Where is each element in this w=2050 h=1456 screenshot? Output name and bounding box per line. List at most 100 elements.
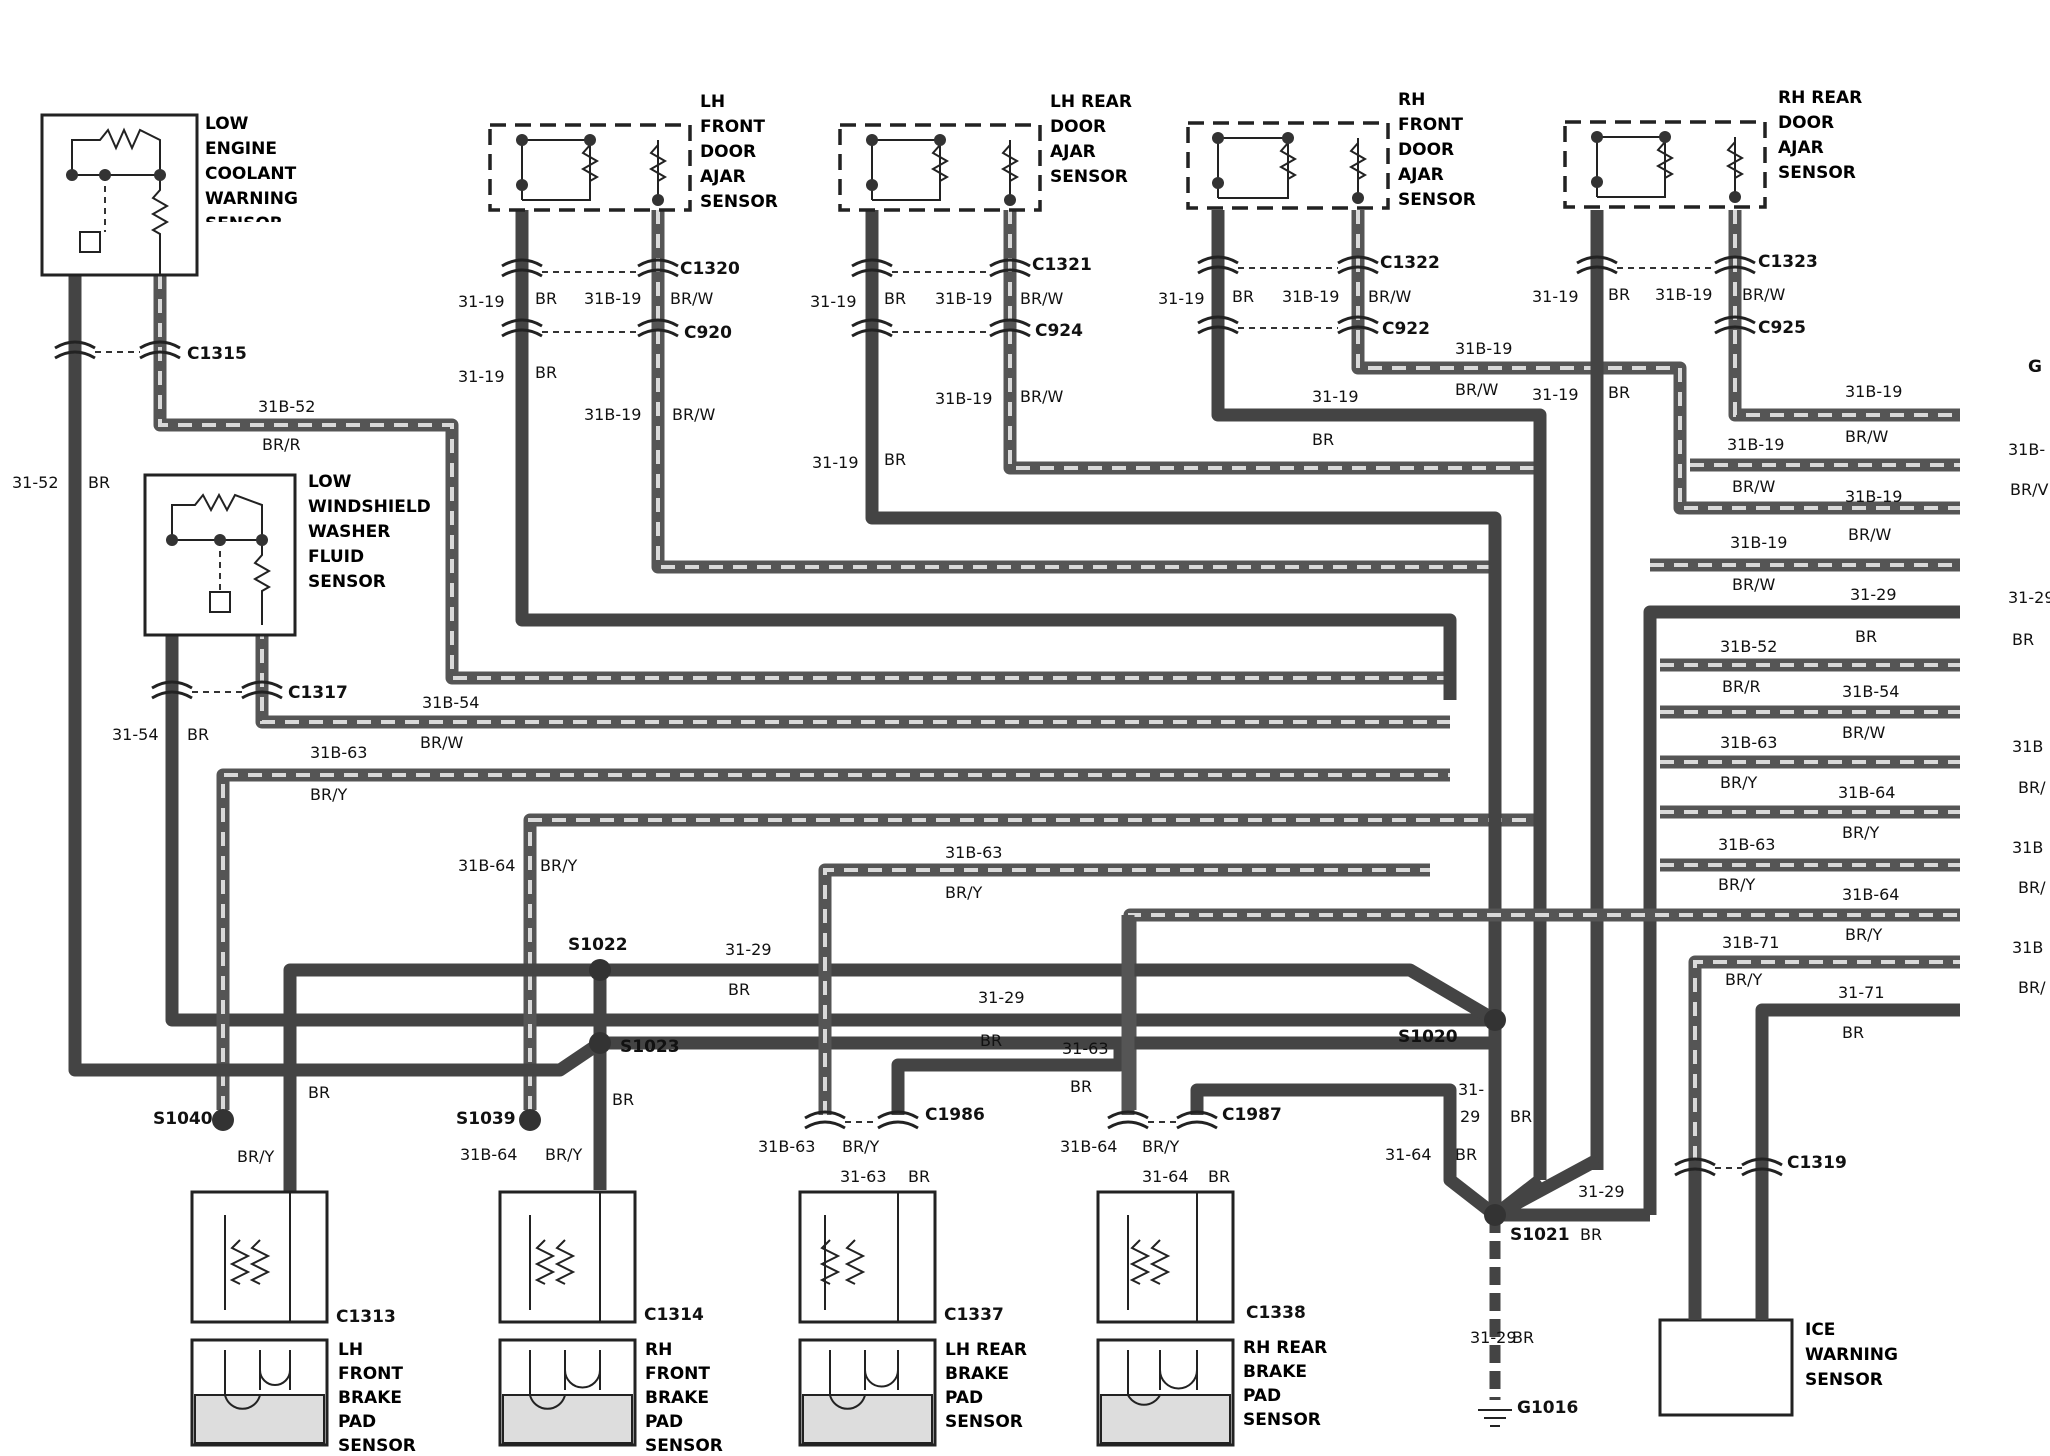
conn-c1987: C1987: [1222, 1105, 1282, 1125]
conn-c1337: C1337: [944, 1305, 1004, 1325]
wire-31-19-lhrear: [865, 210, 1502, 1190]
conn-c924: C924: [1035, 321, 1083, 341]
lbl-31-29-s: 31-29: [1578, 1182, 1625, 1201]
wire-31b-71: [1688, 955, 1960, 1160]
lbl-31b-19-f: 31B-19: [1455, 339, 1512, 358]
lbl-r10c: BR/Y: [1718, 875, 1755, 894]
lbl-31b-71: 31B-71: [1722, 933, 1779, 952]
lbl-31b-19-g: 31B-19: [1655, 285, 1712, 304]
conn-c1986: C1986: [925, 1105, 985, 1125]
lbl-31b-63-lr: 31B-63: [758, 1137, 815, 1156]
lbl-br-29-b: BR: [980, 1031, 1002, 1050]
lbl-cut-3: 31B: [2012, 737, 2043, 756]
conn-c925: C925: [1758, 318, 1806, 338]
lbl-br-lr: BR: [908, 1167, 930, 1186]
lbl-brw-f: BR/W: [1455, 380, 1498, 399]
splice-s1039: S1039: [456, 1109, 516, 1129]
wire-layer: [68, 210, 1960, 1400]
splice-s1020: S1020: [1398, 1027, 1458, 1047]
wire-31-29-s1022: [283, 963, 1499, 1190]
lbl-bry-s1039: BR/Y: [545, 1145, 582, 1164]
lbl-r9c: BR/Y: [1842, 823, 1879, 842]
conn-c1314: C1314: [644, 1305, 704, 1325]
lbl-br-e: BR: [1232, 287, 1254, 306]
connector-marks: [54, 255, 1783, 1177]
splice-points: [212, 959, 1506, 1226]
lbl-31-19-c: 31-19: [810, 292, 857, 311]
conn-c920: C920: [684, 323, 732, 343]
lbl-31-29-g: 31-29: [1470, 1328, 1517, 1347]
splice-s1021: S1021: [1510, 1225, 1570, 1245]
lbl-br-31-52: BR: [88, 473, 110, 492]
lbl-brw-e: BR/W: [1368, 287, 1411, 306]
conn-c1321: C1321: [1032, 255, 1092, 275]
splice-s1023: S1023: [620, 1037, 680, 1057]
lbl-31b-63-b: 31B-63: [945, 843, 1002, 862]
lh-rear-door-label: LH REAR DOOR AJAR SENSOR: [1050, 92, 1132, 187]
conn-c1338: C1338: [1246, 1303, 1306, 1323]
lbl-31b-54: 31B-54: [422, 693, 479, 712]
washer-sensor: [143, 473, 297, 637]
lbl-31-64-rr: 31-64: [1142, 1167, 1189, 1186]
lh-rear-brake-label: LH REAR BRAKE PAD SENSOR: [945, 1340, 1027, 1432]
ice-sensor: [1658, 1318, 1794, 1417]
lbl-cut-2c: BR: [2012, 630, 2034, 649]
lh-front-brake-label: LH FRONT BRAKE PAD SENSOR: [338, 1340, 416, 1456]
lbl-31b-52: 31B-52: [258, 397, 315, 416]
lbl-bry-64-a: BR/Y: [540, 856, 577, 875]
connector-labels: C1315 C1317 C1320 C920 C1321 C924 C1322 …: [187, 252, 1847, 1327]
lbl-r4c: BR/W: [1732, 575, 1775, 594]
wire-31-64: [1190, 1083, 1499, 1221]
lbl-br-s1040: BR: [308, 1083, 330, 1102]
lbl-brw-b: BR/W: [672, 405, 715, 424]
lbl-cut-3c: BR/: [2018, 778, 2046, 797]
lh-front-door-label: LH FRONT DOOR AJAR SENSOR: [700, 92, 778, 212]
lbl-br-g1016: BR: [1512, 1328, 1534, 1347]
conn-c1317: C1317: [288, 683, 348, 703]
wire-31-19-rhfront: [1211, 210, 1547, 1180]
wire-31-54: [165, 625, 1500, 1027]
lbl-brw-c: BR/W: [1020, 289, 1063, 308]
lbl-31b-19-c: 31B-19: [935, 289, 992, 308]
conn-c1315: C1315: [187, 344, 247, 364]
lbl-31b-64-a: 31B-64: [458, 856, 515, 875]
lbl-bry-31b-63: BR/Y: [310, 785, 347, 804]
lbl-brw-d: BR/W: [1020, 387, 1063, 406]
lbl-r11: 31B-64: [1842, 885, 1899, 904]
lbl-r7: 31B-54: [1842, 682, 1899, 701]
lbl-bry-rr: BR/Y: [1142, 1137, 1179, 1156]
lbl-31-19-a: 31-19: [458, 292, 505, 311]
conn-c922: C922: [1382, 319, 1430, 339]
lbl-31-19-e: 31-19: [1158, 289, 1205, 308]
lbl-br-s1023: BR: [612, 1090, 634, 1109]
lbl-br-d: BR: [884, 450, 906, 469]
lbl-31b-63: 31B-63: [310, 743, 367, 762]
lbl-31-19-g: 31-19: [1532, 287, 1579, 306]
lbl-brw-a: BR/W: [670, 289, 713, 308]
ground-icon: [1478, 1409, 1512, 1427]
conn-c1322: C1322: [1380, 253, 1440, 273]
washer-sensor-label: LOW WINDSHIELD WASHER FLUID SENSOR: [308, 472, 431, 592]
lbl-br-31-54: BR: [187, 725, 209, 744]
lbl-31-19-d: 31-19: [812, 453, 859, 472]
lbl-cut-4c: BR/: [2018, 878, 2046, 897]
coolant-sensor-label: LOW ENGINE COOLANT WARNING SENSOR: [205, 114, 298, 222]
lbl-r6c: BR/R: [1722, 677, 1761, 696]
lbl-31b-64-s1039: 31B-64: [460, 1145, 517, 1164]
lbl-31b-19-b: 31B-19: [584, 405, 641, 424]
rh-rear-brake-label: RH REAR BRAKE PAD SENSOR: [1243, 1338, 1328, 1430]
lbl-br-s1020: BR: [1510, 1107, 1532, 1126]
splice-labels: S1022 S1023 S1020 S1021 S1040 S1039 G101…: [153, 357, 2042, 1418]
lbl-cut-4: 31B: [2012, 838, 2043, 857]
lbl-r3c: BR/W: [1848, 525, 1891, 544]
rh-front-door-label: RH FRONT DOOR AJAR SENSOR: [1398, 90, 1476, 210]
conn-c1320: C1320: [680, 259, 740, 279]
lbl-31-29-a: 31-29: [725, 940, 772, 959]
wire-31-71: [1755, 1003, 1960, 1160]
lbl-r3: 31B-19: [1845, 487, 1902, 506]
lbl-r2: 31B-19: [1727, 435, 1784, 454]
coolant-sensor: [40, 113, 199, 277]
lbl-31-54: 31-54: [112, 725, 159, 744]
lbl-brr: BR/R: [262, 435, 301, 454]
lbl-r9: 31B-64: [1838, 783, 1895, 802]
